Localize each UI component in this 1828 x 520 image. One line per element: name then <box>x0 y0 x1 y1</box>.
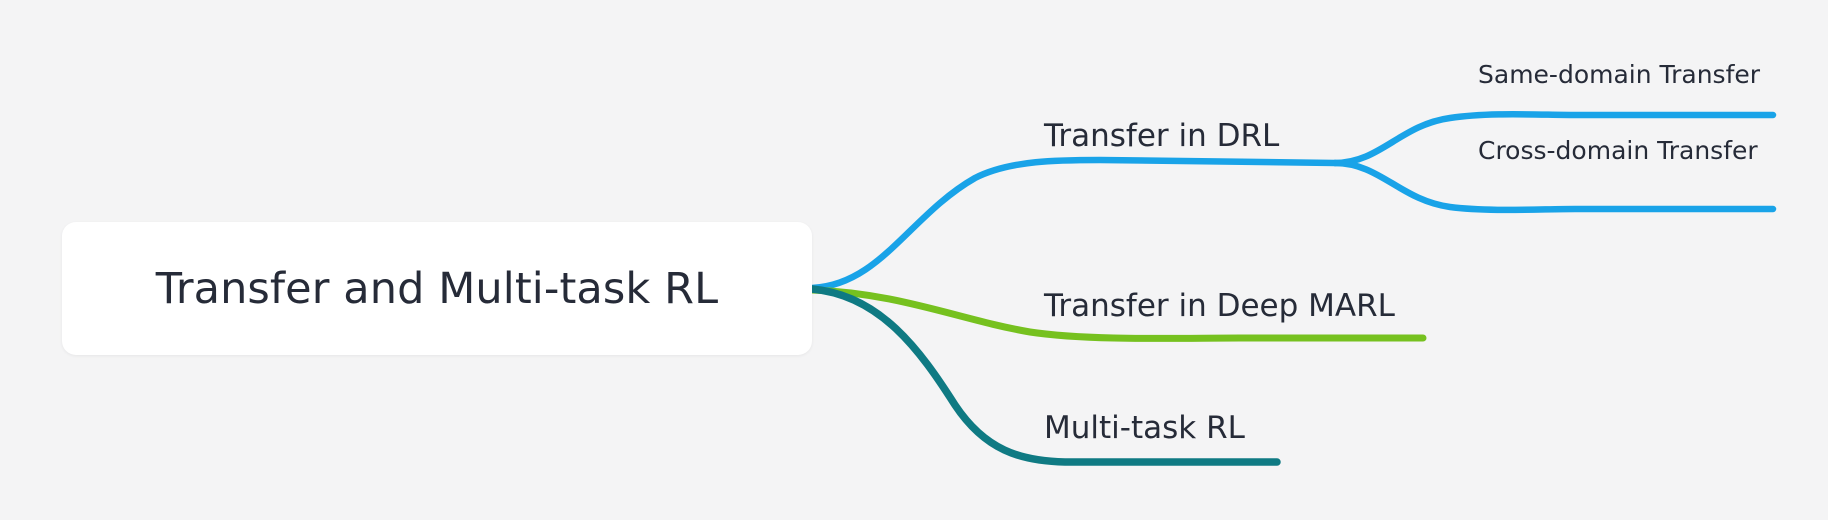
edge-drl-to-same-domain <box>1331 111 1777 167</box>
root-node[interactable]: Transfer and Multi-task RL <box>62 222 812 355</box>
edge-drl-to-cross-domain <box>1331 159 1777 214</box>
node-cross-domain-transfer[interactable]: Cross-domain Transfer <box>1478 136 1758 165</box>
edge-root-to-deep-marl <box>808 286 1427 342</box>
node-same-domain-transfer[interactable]: Same-domain Transfer <box>1478 60 1761 89</box>
edge-root-to-transfer-in-drl <box>808 156 1339 292</box>
edge-root-to-multi-task <box>808 285 1281 466</box>
node-multi-task-rl[interactable]: Multi-task RL <box>1044 410 1245 446</box>
node-transfer-in-deep-marl[interactable]: Transfer in Deep MARL <box>1044 288 1395 324</box>
node-transfer-in-drl[interactable]: Transfer in DRL <box>1044 118 1280 154</box>
root-node-label: Transfer and Multi-task RL <box>155 263 719 314</box>
